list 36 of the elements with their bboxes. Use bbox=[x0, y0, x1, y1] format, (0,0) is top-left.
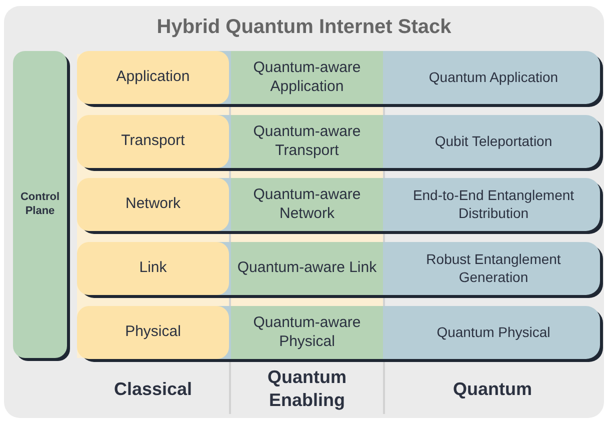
quantum-enabling-box bbox=[231, 306, 383, 359]
column-label: Quantum Enabling bbox=[266, 366, 348, 412]
layer-band bbox=[77, 115, 600, 168]
quantum-enabling-box bbox=[231, 178, 383, 231]
layer-label: Quantum Application bbox=[428, 68, 560, 86]
column-label: Quantum bbox=[452, 378, 533, 401]
classical-layer-box bbox=[77, 178, 229, 231]
layer-label: Quantum-aware Link bbox=[236, 259, 378, 278]
layer-label: Link bbox=[138, 259, 168, 278]
control-plane-box bbox=[13, 51, 67, 358]
quantum-enabling-box bbox=[231, 51, 383, 104]
layer-label: Quantum Physical bbox=[436, 324, 552, 342]
column-label: Classical bbox=[112, 378, 194, 401]
layer-label: Network bbox=[124, 195, 182, 214]
layer-label: Application bbox=[115, 68, 191, 87]
layer-band bbox=[77, 51, 600, 104]
layer-label: Quantum-aware Physical bbox=[252, 314, 362, 352]
plane-label: Control Plane bbox=[19, 190, 61, 218]
quantum-enabling-box bbox=[231, 242, 383, 295]
classical-layer-box bbox=[77, 51, 229, 104]
layer-label: Quantum-aware Transport bbox=[252, 122, 362, 160]
layer-band bbox=[77, 306, 600, 359]
classical-layer-box bbox=[77, 242, 229, 295]
layer-label: End-to-End Entanglement Distribution bbox=[412, 187, 576, 222]
layer-label: Physical bbox=[124, 323, 182, 342]
classical-layer-box bbox=[77, 306, 229, 359]
layer-label: Quantum-aware Application bbox=[252, 58, 362, 96]
classical-layer-box bbox=[77, 115, 229, 168]
layer-label: Transport bbox=[120, 132, 186, 151]
layer-band bbox=[77, 178, 600, 231]
layer-band bbox=[77, 242, 600, 295]
diagram-title: Hybrid Quantum Internet Stack bbox=[156, 16, 452, 39]
layer-label: Quantum-aware Network bbox=[252, 186, 362, 224]
layer-label: Qubit Teleportation bbox=[434, 132, 554, 150]
quantum-enabling-box bbox=[231, 115, 383, 168]
layer-label: Robust Entanglement Generation bbox=[425, 251, 562, 286]
